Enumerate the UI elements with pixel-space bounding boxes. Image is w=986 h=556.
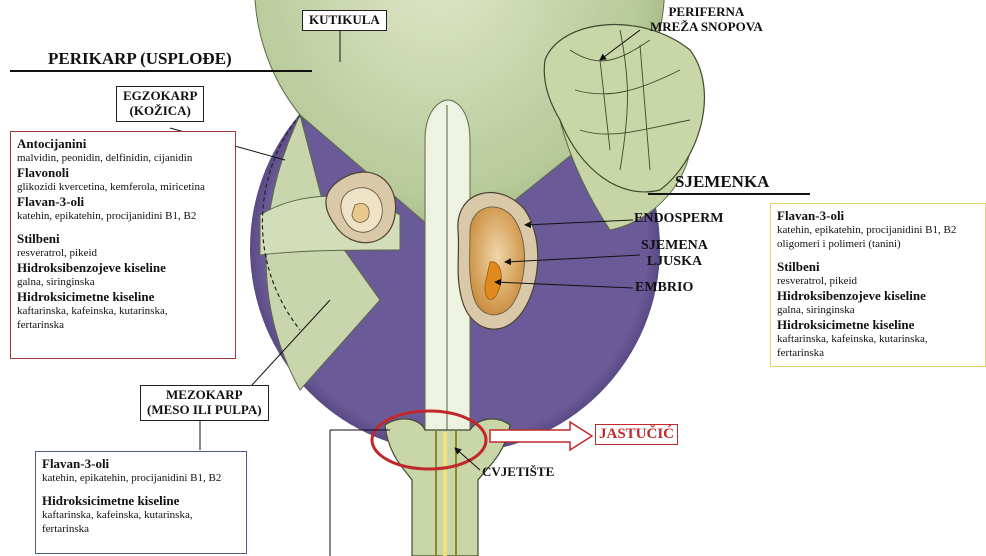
flavonoli-text: glikozidi kvercetina, kemferola, miricet… (17, 180, 229, 194)
antocijanini-heading: Antocijanini (17, 136, 229, 151)
stilbeni-heading: Stilbeni (777, 259, 979, 274)
flavan-heading: Flavan-3-oli (777, 208, 979, 223)
hbk-heading: Hidroksibenzojeve kiseline (777, 288, 979, 303)
flavan-text-2: oligomeri i polimeri (tanini) (777, 237, 979, 251)
periferna-label: PERIFERNA MREŽA SNOPOVA (650, 5, 763, 35)
sjemena-ljuska-label: SJEMENA LJUSKA (641, 238, 708, 270)
perikarp-title: PERIKARP (USPLOĐE) (48, 49, 232, 69)
hck-text-1: kaftarinska, kafeinska, kutarinska, (17, 304, 229, 318)
hck-text-2: fertarinska (777, 346, 979, 360)
flavan-text: katehin, epikatehin, procijanidini B1, B… (42, 471, 240, 485)
hck-text-1: kaftarinska, kafeinska, kutarinska, (777, 332, 979, 346)
seed-compounds-panel: Flavan-3-oli katehin, epikatehin, procij… (770, 203, 986, 367)
perikarp-underline (10, 70, 312, 72)
cvjetiste-label: CVJETIŠTE (482, 465, 554, 480)
flavan-heading: Flavan-3-oli (42, 456, 240, 471)
antocijanini-text: malvidin, peonidin, delfinidin, cijanidi… (17, 151, 229, 165)
pulp-compounds-panel: Flavan-3-oli katehin, epikatehin, procij… (35, 451, 247, 554)
jastucic-label: JASTUČIĆ (595, 424, 678, 445)
hbk-text: galna, siringinska (777, 303, 979, 317)
embrio-label: EMBRIO (635, 280, 693, 296)
mezokarp-line1: MEZOKARP (147, 388, 262, 403)
egzokarp-line1: EGZOKARP (123, 89, 197, 104)
hck-text-2: fertarinska (42, 522, 240, 536)
sjemenka-underline (648, 193, 810, 195)
hck-heading: Hidroksicimetne kiseline (17, 289, 229, 304)
sjemena-line1: SJEMENA (641, 238, 708, 254)
stilbeni-heading: Stilbeni (17, 231, 229, 246)
periferna-line2: MREŽA SNOPOVA (650, 20, 763, 35)
flavan-text-1: katehin, epikatehin, procijanidini B1, B… (777, 223, 979, 237)
hck-text-1: kaftarinska, kafeinska, kutarinska, (42, 508, 240, 522)
stilbeni-text: resveratrol, pikeid (17, 246, 229, 260)
sjemenka-title: SJEMENKA (675, 172, 769, 192)
hck-heading: Hidroksicimetne kiseline (777, 317, 979, 332)
egzokarp-line2: (KOŽICA) (123, 104, 197, 119)
stilbeni-text: resveratrol, pikeid (777, 274, 979, 288)
endosperm-label: ENDOSPERM (634, 211, 723, 227)
egzokarp-label: EGZOKARP (KOŽICA) (116, 86, 204, 122)
kutikula-label: KUTIKULA (302, 10, 387, 31)
mezokarp-line2: (MESO ILI PULPA) (147, 403, 262, 418)
flavan-text: katehin, epikatehin, procijanidini B1, B… (17, 209, 229, 223)
flavan-heading: Flavan-3-oli (17, 194, 229, 209)
periferna-line1: PERIFERNA (650, 5, 763, 20)
hck-text-2: fertarinska (17, 318, 229, 332)
hck-heading: Hidroksicimetne kiseline (42, 493, 240, 508)
hbk-heading: Hidroksibenzojeve kiseline (17, 260, 229, 275)
hbk-text: galna, siringinska (17, 275, 229, 289)
skin-compounds-panel: Antocijanini malvidin, peonidin, delfini… (10, 131, 236, 359)
mezokarp-label: MEZOKARP (MESO ILI PULPA) (140, 385, 269, 421)
flavonoli-heading: Flavonoli (17, 165, 229, 180)
sjemena-line2: LJUSKA (641, 254, 708, 270)
